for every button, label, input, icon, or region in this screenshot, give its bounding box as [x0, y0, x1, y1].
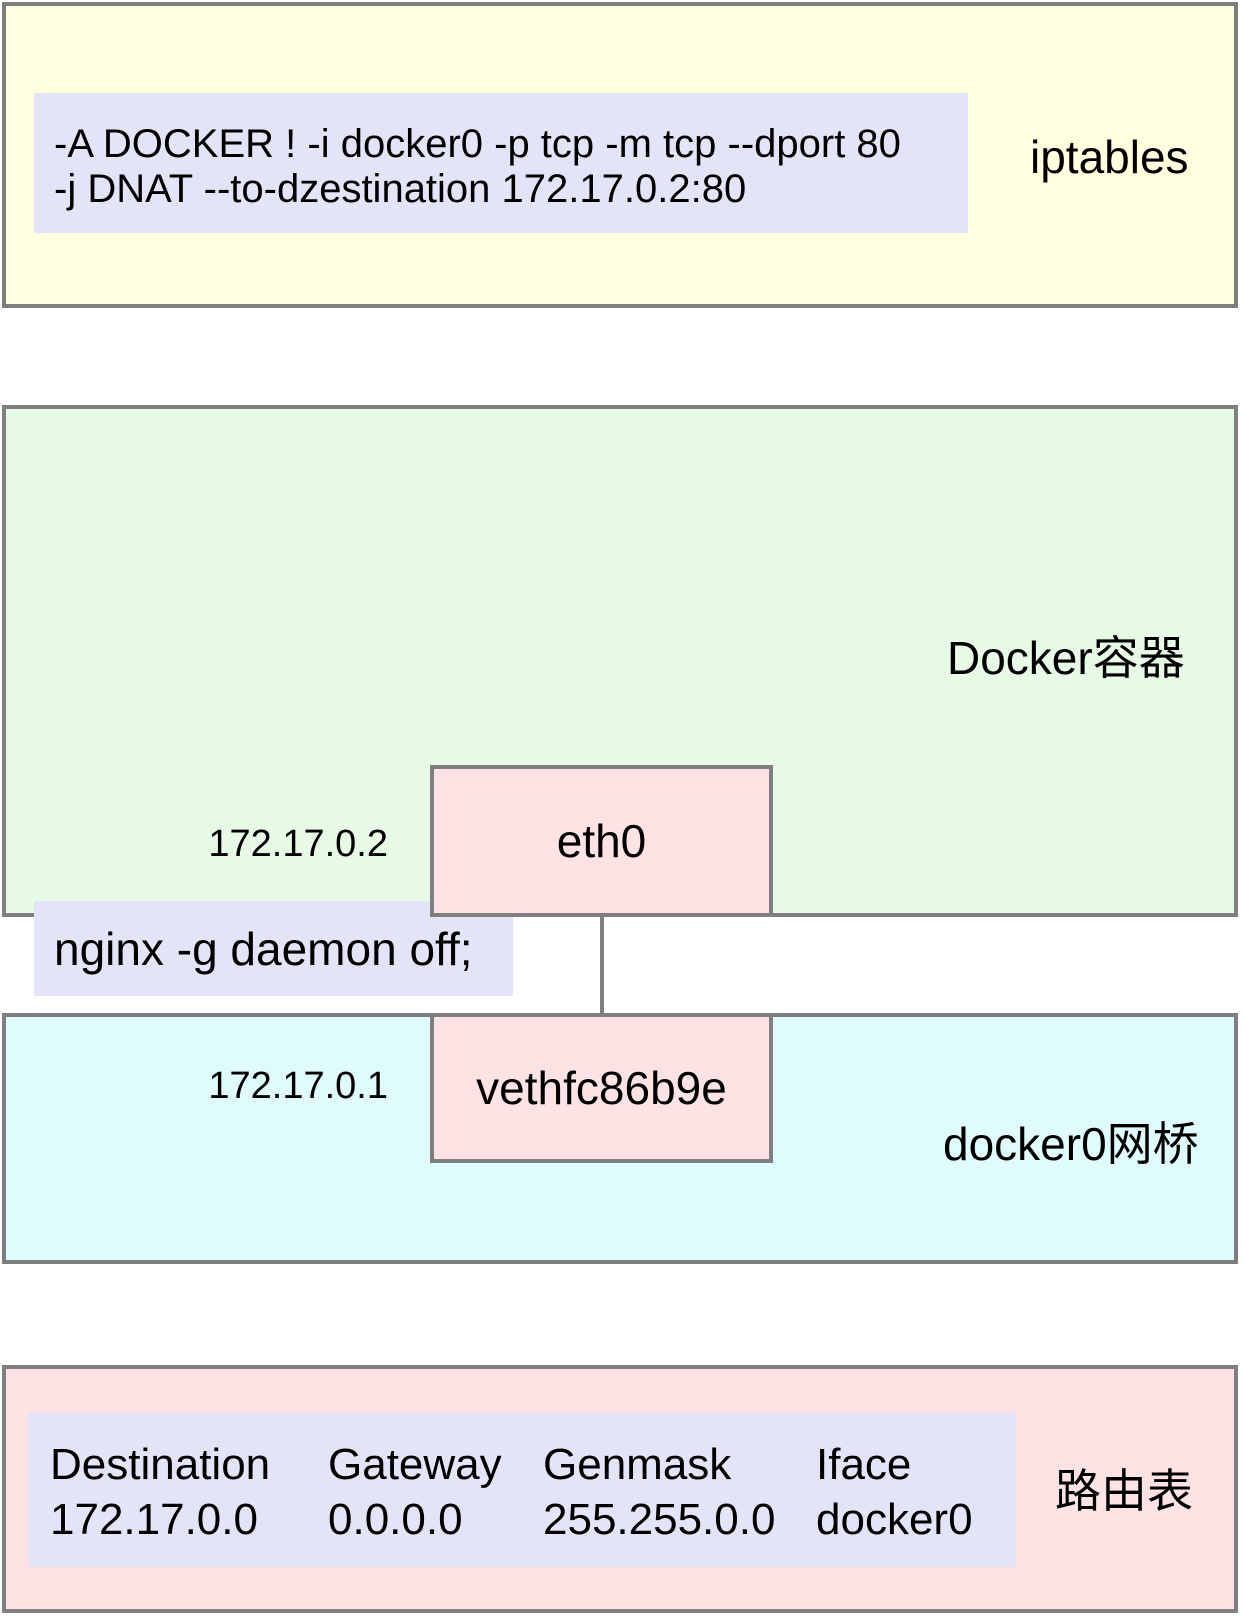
- eth0-interface-name: eth0: [556, 815, 647, 867]
- iptables-command-line-1: -A DOCKER ! -i docker0 -p tcp -m tcp --d…: [54, 122, 901, 166]
- route-table-header-destination: Destination: [50, 1440, 271, 1489]
- nginx-command: nginx -g daemon off;: [54, 922, 473, 975]
- route-table-label: 路由表: [1055, 1465, 1193, 1517]
- veth-interface-name: vethfc86b9e: [476, 1062, 727, 1114]
- route-table-header-genmask: Genmask: [543, 1440, 732, 1489]
- iptables-command-line-2: -j DNAT --to-dzestination 172.17.0.2:80: [54, 167, 747, 211]
- iptables-section: -A DOCKER ! -i docker0 -p tcp -m tcp --d…: [2, 2, 1238, 308]
- route-table-cell-genmask: 255.255.0.0: [543, 1495, 776, 1544]
- route-table-cell-destination: 172.17.0.0: [50, 1495, 258, 1544]
- route-table-header-gateway: Gateway: [328, 1440, 502, 1489]
- veth-interface-box: vethfc86b9e: [430, 1013, 773, 1163]
- eth0-ip-label: 172.17.0.2: [208, 823, 388, 865]
- route-table-header-iface: Iface: [816, 1440, 912, 1489]
- iptables-label: iptables: [1030, 131, 1189, 183]
- veth-ip-label: 172.17.0.1: [208, 1065, 388, 1107]
- docker0-bridge-label: docker0网桥: [943, 1118, 1199, 1170]
- eth0-veth-connector-line: [600, 913, 604, 1017]
- route-table-cell-iface: docker0: [816, 1495, 973, 1544]
- eth0-interface-box: eth0: [430, 765, 773, 917]
- route-table-cell-gateway: 0.0.0.0: [328, 1495, 463, 1544]
- iptables-command-box: -A DOCKER ! -i docker0 -p tcp -m tcp --d…: [34, 93, 968, 233]
- docker-container-label: Docker容器: [947, 632, 1185, 684]
- route-table-box: Destination Gateway Genmask Iface 172.17…: [28, 1413, 1016, 1567]
